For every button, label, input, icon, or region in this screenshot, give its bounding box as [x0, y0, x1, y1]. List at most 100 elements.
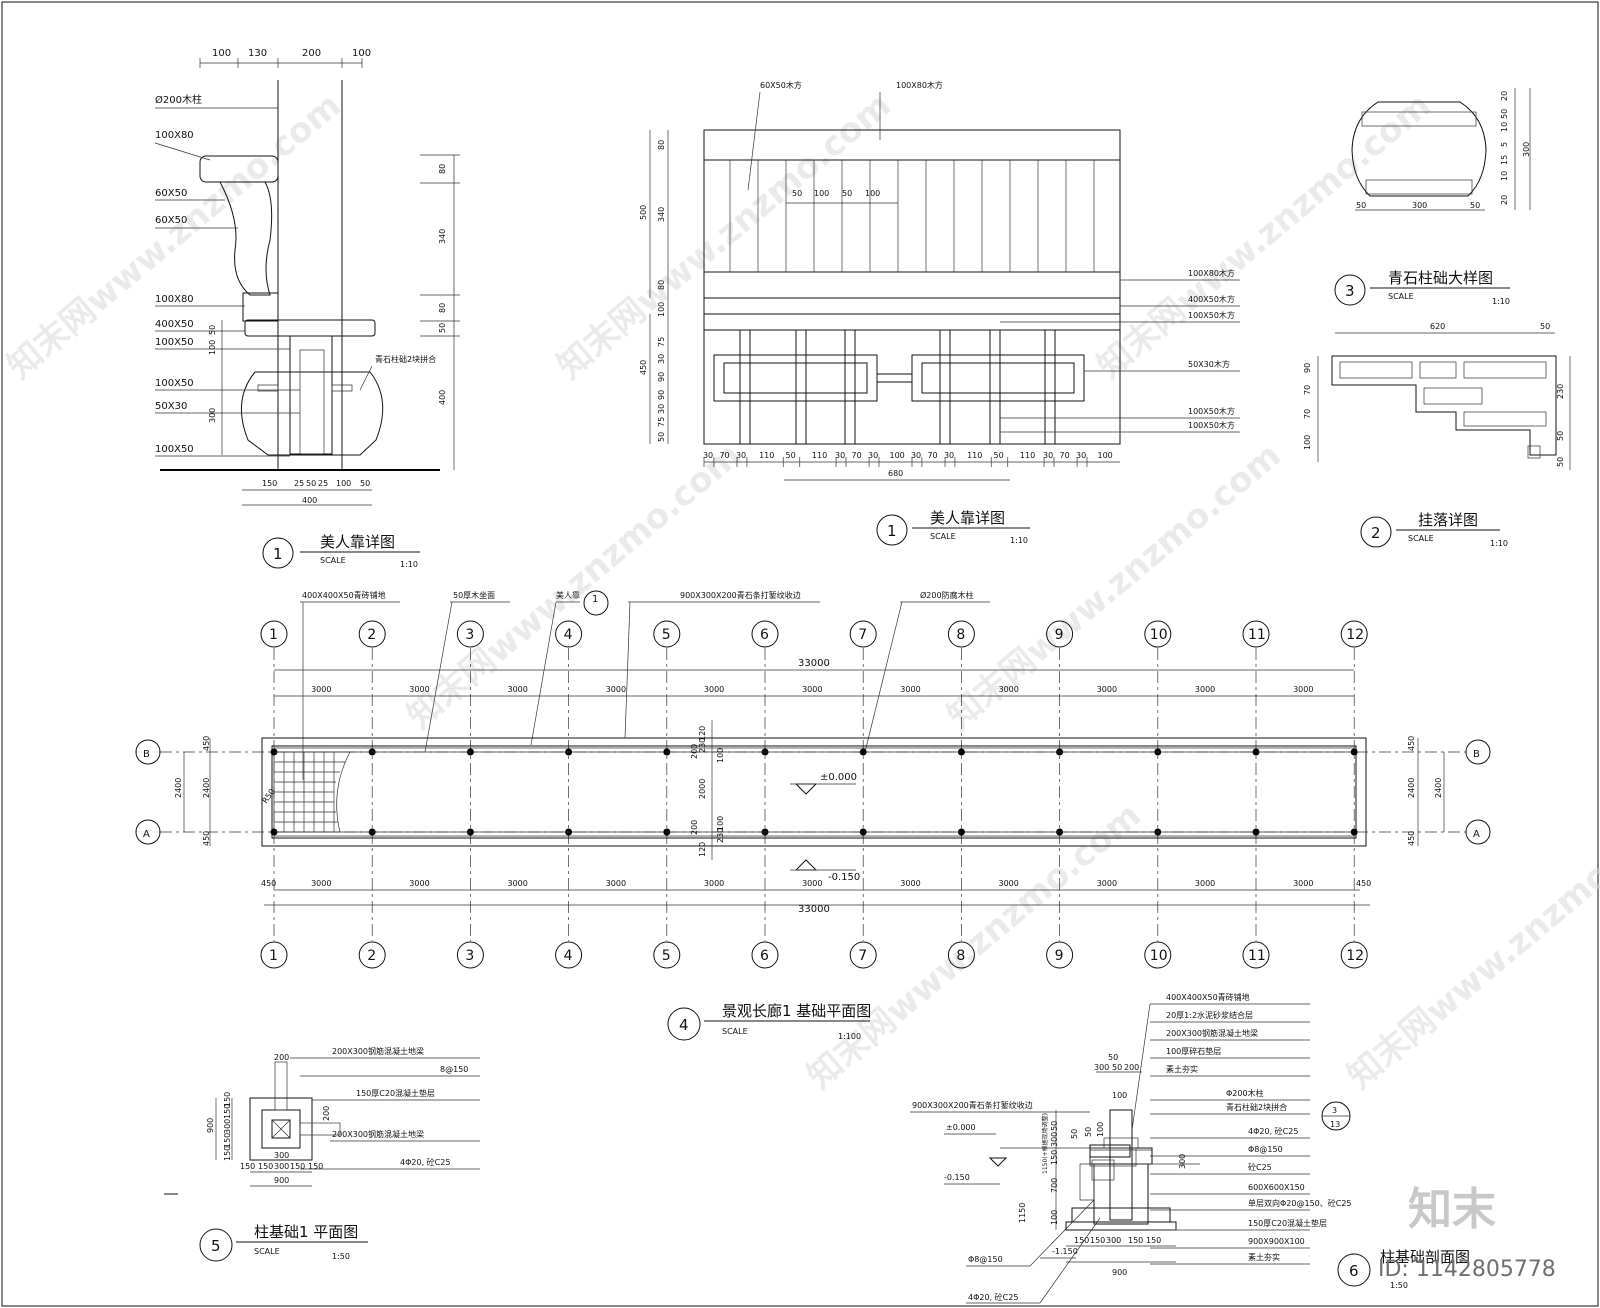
dim-label: 2000: [698, 779, 707, 799]
axis-bubble: [849, 620, 877, 648]
dim-label: 50: [657, 432, 666, 442]
scale-label: SCALE: [1388, 292, 1414, 301]
dim-label: 30: [1043, 451, 1053, 460]
dim-label: 120: [698, 726, 707, 741]
dim-label: 100: [1097, 451, 1112, 460]
dim-label: 75: [657, 337, 666, 347]
bay-dim: 3000: [999, 685, 1019, 694]
axis-bubble: [1144, 620, 1172, 648]
dim-label: 90: [657, 372, 666, 382]
section-ref-circle: [583, 590, 609, 616]
bay-dim: 3000: [704, 879, 724, 888]
bay-dim: 3000: [409, 685, 429, 694]
watermark-text: 知末网www.znzmo.com: [550, 85, 899, 387]
dim-label: 1150: [1018, 1203, 1027, 1223]
dim-label: 25: [294, 479, 304, 488]
dim-edge: 450: [1356, 879, 1371, 888]
dim-label: 50: [306, 479, 316, 488]
detail-name: 柱基础1 平面图: [254, 1223, 358, 1241]
detail-number: 4: [679, 1016, 689, 1034]
dim-label: 300: [1522, 142, 1531, 157]
dim-label: 30: [1076, 451, 1086, 460]
watermark-logo: 知末: [1408, 1184, 1496, 1235]
dim-label: 300: [1050, 1132, 1059, 1147]
dim-label: 10: [1500, 122, 1509, 132]
axis-bubble: [653, 941, 681, 969]
dim-label: 300: [1106, 1236, 1121, 1245]
bay-dim: 3000: [1293, 685, 1313, 694]
dim-label: 300: [274, 1162, 289, 1171]
detail-title: 1 美人靠详图 SCALE 1:10: [876, 509, 1030, 546]
dim-label: 150: [223, 1104, 232, 1119]
column-base-plan: 200X300钢筋混凝土地梁 8@150 150厚C20混凝土垫层 200X30…: [164, 1046, 480, 1262]
bay-dim: 3000: [900, 685, 920, 694]
column-dot: [270, 828, 278, 836]
section-label: 素土夯实: [1248, 1252, 1280, 1262]
dim-label: 200: [322, 1106, 331, 1121]
section-label: 单层双向Φ20@150、砼C25: [1248, 1198, 1352, 1208]
member-label: 60X50木方: [760, 80, 802, 90]
axis-bubble: [260, 941, 288, 969]
detail-number: 3: [1345, 282, 1355, 300]
bench-section-detail: 100 130 200 100 Ø200木柱 100X80 60X50 60X5…: [154, 48, 460, 569]
axis-label: 11: [1248, 627, 1266, 643]
watermark-text: 知末网www.znzmo.com: [1090, 85, 1439, 387]
axis-label: 1: [269, 627, 278, 643]
dim-label: 200: [1124, 1063, 1139, 1072]
dim-total-top: 33000: [798, 658, 830, 669]
dim-label: 150: [258, 1162, 273, 1171]
axis-bubble: [849, 941, 877, 969]
member-label: 60X50: [155, 188, 187, 199]
axis-label: 7: [858, 627, 867, 643]
level-label: ±0.000: [820, 772, 857, 783]
level-label: -0.150: [828, 872, 860, 883]
column-dot: [270, 748, 278, 756]
section-ref-number: 1: [592, 594, 598, 605]
plan-label: 4Φ20, 砼C25: [400, 1157, 450, 1167]
detail-title: 1 美人靠详图 SCALE 1:10: [262, 533, 420, 569]
plan-label: 200X300钢筋混凝土地梁: [332, 1046, 424, 1056]
level-marker: [794, 783, 818, 795]
section-label: Φ200木柱: [1226, 1088, 1264, 1098]
column-dot: [957, 828, 965, 836]
dim-label: 80: [438, 303, 447, 313]
dim-label: 340: [657, 207, 666, 222]
watermark-text: 知末网www.znzmo.com: [800, 795, 1149, 1097]
dim-label: 75: [657, 417, 666, 427]
dim-label: 900: [1112, 1268, 1127, 1277]
dim-label: 30: [944, 451, 954, 460]
dim-label: 150: [1050, 1150, 1059, 1165]
dim-label: 70: [1060, 451, 1070, 460]
axis-label: 12: [1346, 948, 1364, 964]
dim-label: 120: [698, 842, 707, 857]
bench-section-labels: Ø200木柱 100X80 60X50 60X50 100X80 400X50 …: [154, 93, 436, 457]
dim-label: 150: [223, 1092, 232, 1107]
dim-label: 50: [792, 189, 802, 198]
row-label: A: [143, 829, 150, 840]
dim-label: 620: [1430, 322, 1445, 331]
dim-label: 100: [336, 479, 351, 488]
bay-dim: 3000: [1293, 879, 1313, 888]
detail-number-circle: [876, 514, 908, 546]
axis-bubble: [260, 620, 288, 648]
axis-bubble: [653, 620, 681, 648]
section-label: 4Φ20, 砼C25: [968, 1292, 1018, 1302]
axis-label: 4: [564, 627, 573, 643]
member-label: 400X50: [155, 319, 194, 330]
dim-label: 50: [1540, 322, 1550, 331]
axis-label: 9: [1055, 627, 1064, 643]
dim-label: 50: [1356, 201, 1366, 210]
level-marker: [794, 859, 818, 871]
scale-value: 1:10: [1490, 539, 1508, 548]
axis-label: 1: [269, 948, 278, 964]
axis-label: 12: [1346, 627, 1364, 643]
dim-label: 110: [1020, 451, 1035, 460]
dim-label: 70: [852, 451, 862, 460]
dim-label: 50: [360, 479, 370, 488]
detail-title: 5 柱基础1 平面图 SCALE 1:50: [199, 1223, 368, 1262]
member-label: Ø200木柱: [155, 93, 202, 106]
dim-label: 300: [1178, 1154, 1187, 1169]
detail-number: 1: [887, 522, 897, 540]
dim-label: 100: [208, 340, 217, 355]
